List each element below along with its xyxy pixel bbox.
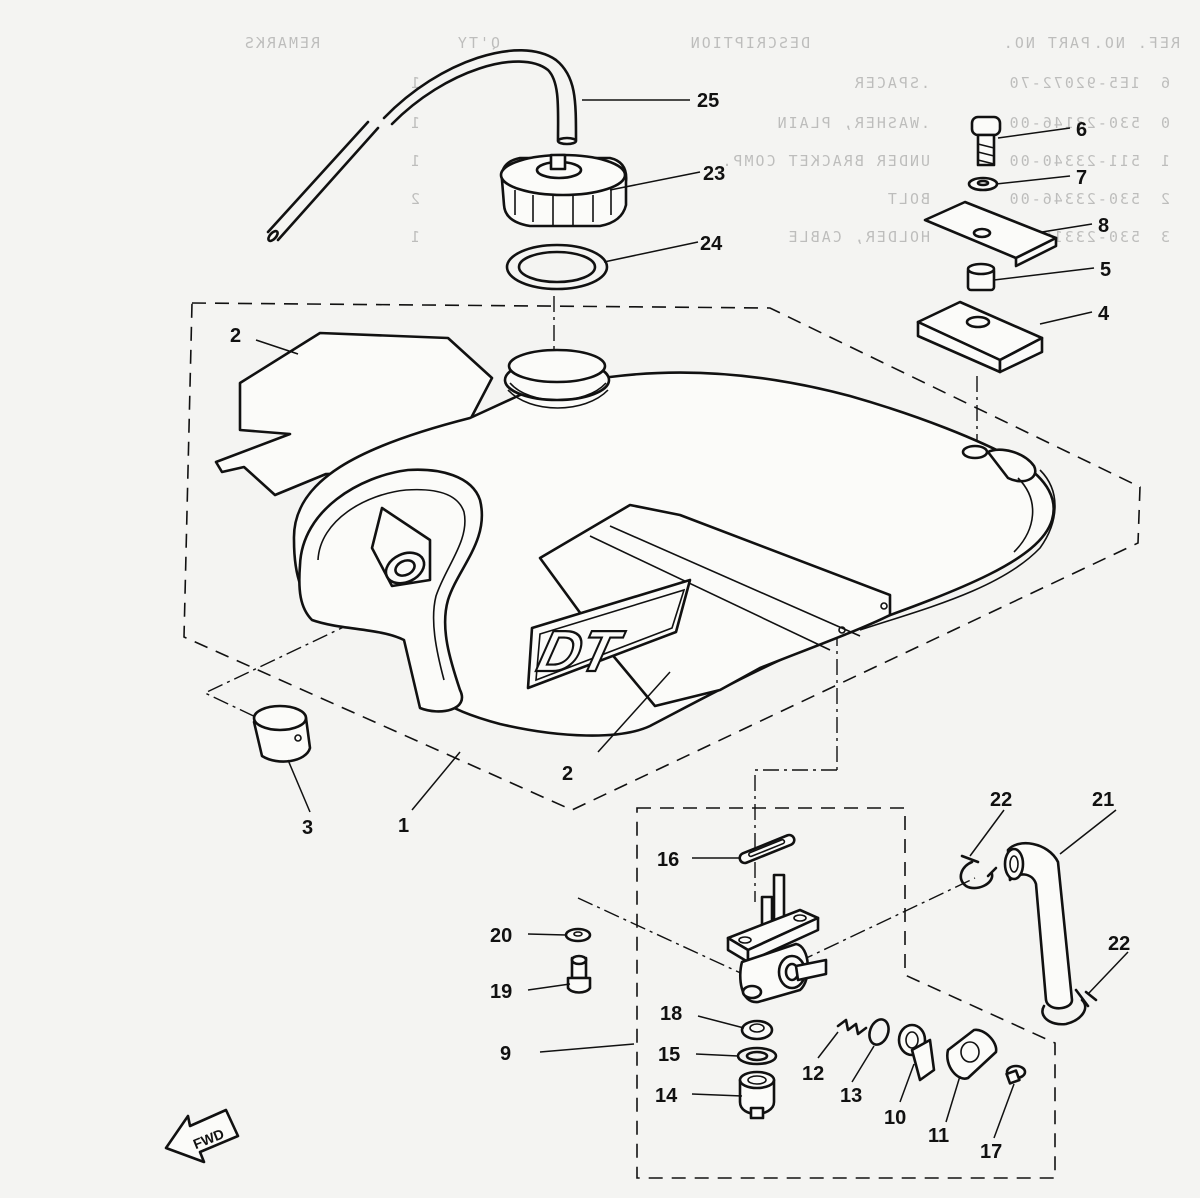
callout-18: 18 (660, 1003, 682, 1025)
breather-hose (266, 49, 578, 243)
fuel-tank: DT (292, 348, 1056, 737)
tank-assembly-boundary (183, 302, 1141, 811)
callout-25: 25 (697, 90, 719, 112)
fuel-cock-assembly-boundary (636, 807, 1056, 1179)
centerline-cap-3 (203, 584, 433, 721)
fuel-cap (499, 153, 628, 228)
callout-23: 23 (703, 163, 725, 185)
washer-20 (564, 927, 592, 943)
plate-8 (923, 200, 1058, 268)
callout-20: 20 (490, 925, 512, 947)
callout-10: 10 (884, 1107, 906, 1129)
callout-2-lower: 2 (562, 763, 573, 785)
fuel-cock-gasket-16 (738, 833, 796, 865)
washer-7 (967, 176, 999, 192)
fuel-cock-body (726, 873, 828, 1004)
callout-13: 13 (840, 1085, 862, 1107)
callout-14: 14 (655, 1085, 678, 1107)
callout-11: 11 (928, 1125, 949, 1147)
callout-9: 9 (500, 1043, 511, 1065)
callouts: 25 23 24 6 7 8 5 4 2 2 3 1 16 20 19 18 9… (230, 90, 1130, 1163)
callout-2-upper: 2 (230, 325, 241, 347)
callout-17: 17 (980, 1141, 1002, 1163)
callout-5: 5 (1100, 259, 1111, 281)
screw-17 (1005, 1064, 1027, 1085)
callout-7: 7 (1076, 167, 1087, 189)
callout-1: 1 (398, 815, 409, 837)
callout-4: 4 (1098, 303, 1110, 325)
callout-21: 21 (1092, 789, 1114, 811)
hose-clip-22-upper (959, 854, 998, 890)
callout-22-upper: 22 (990, 789, 1012, 811)
centerline-washer-20 (577, 897, 746, 976)
o-ring-13 (868, 1018, 890, 1046)
fwd-arrow: FWD (164, 1108, 240, 1164)
callout-15: 15 (658, 1044, 680, 1066)
fuel-hose-21 (1003, 842, 1074, 1010)
strainer-18 (740, 1019, 774, 1041)
damper-4 (916, 300, 1044, 374)
callout-19: 19 (490, 981, 512, 1003)
callout-8: 8 (1098, 215, 1109, 237)
screw-19 (566, 954, 592, 994)
callout-24: 24 (700, 233, 723, 255)
cap-gasket (505, 243, 609, 291)
callout-3: 3 (302, 817, 313, 839)
callout-12: 12 (802, 1063, 824, 1085)
spacer-5 (966, 262, 996, 292)
bolt-6 (970, 115, 1002, 167)
spring-12 (836, 1018, 868, 1036)
callout-22-lower: 22 (1108, 933, 1130, 955)
cap-3 (252, 704, 312, 763)
o-ring-15 (736, 1046, 778, 1066)
fuel-cup-14 (738, 1070, 776, 1120)
centerline-hose-22 (797, 877, 976, 963)
leader-lines (255, 99, 1129, 1139)
callout-16: 16 (657, 849, 679, 871)
callout-6: 6 (1076, 119, 1087, 141)
centerline-cock-down (754, 769, 837, 902)
cover-plate-11 (946, 1028, 998, 1080)
lever-10 (897, 1023, 936, 1082)
